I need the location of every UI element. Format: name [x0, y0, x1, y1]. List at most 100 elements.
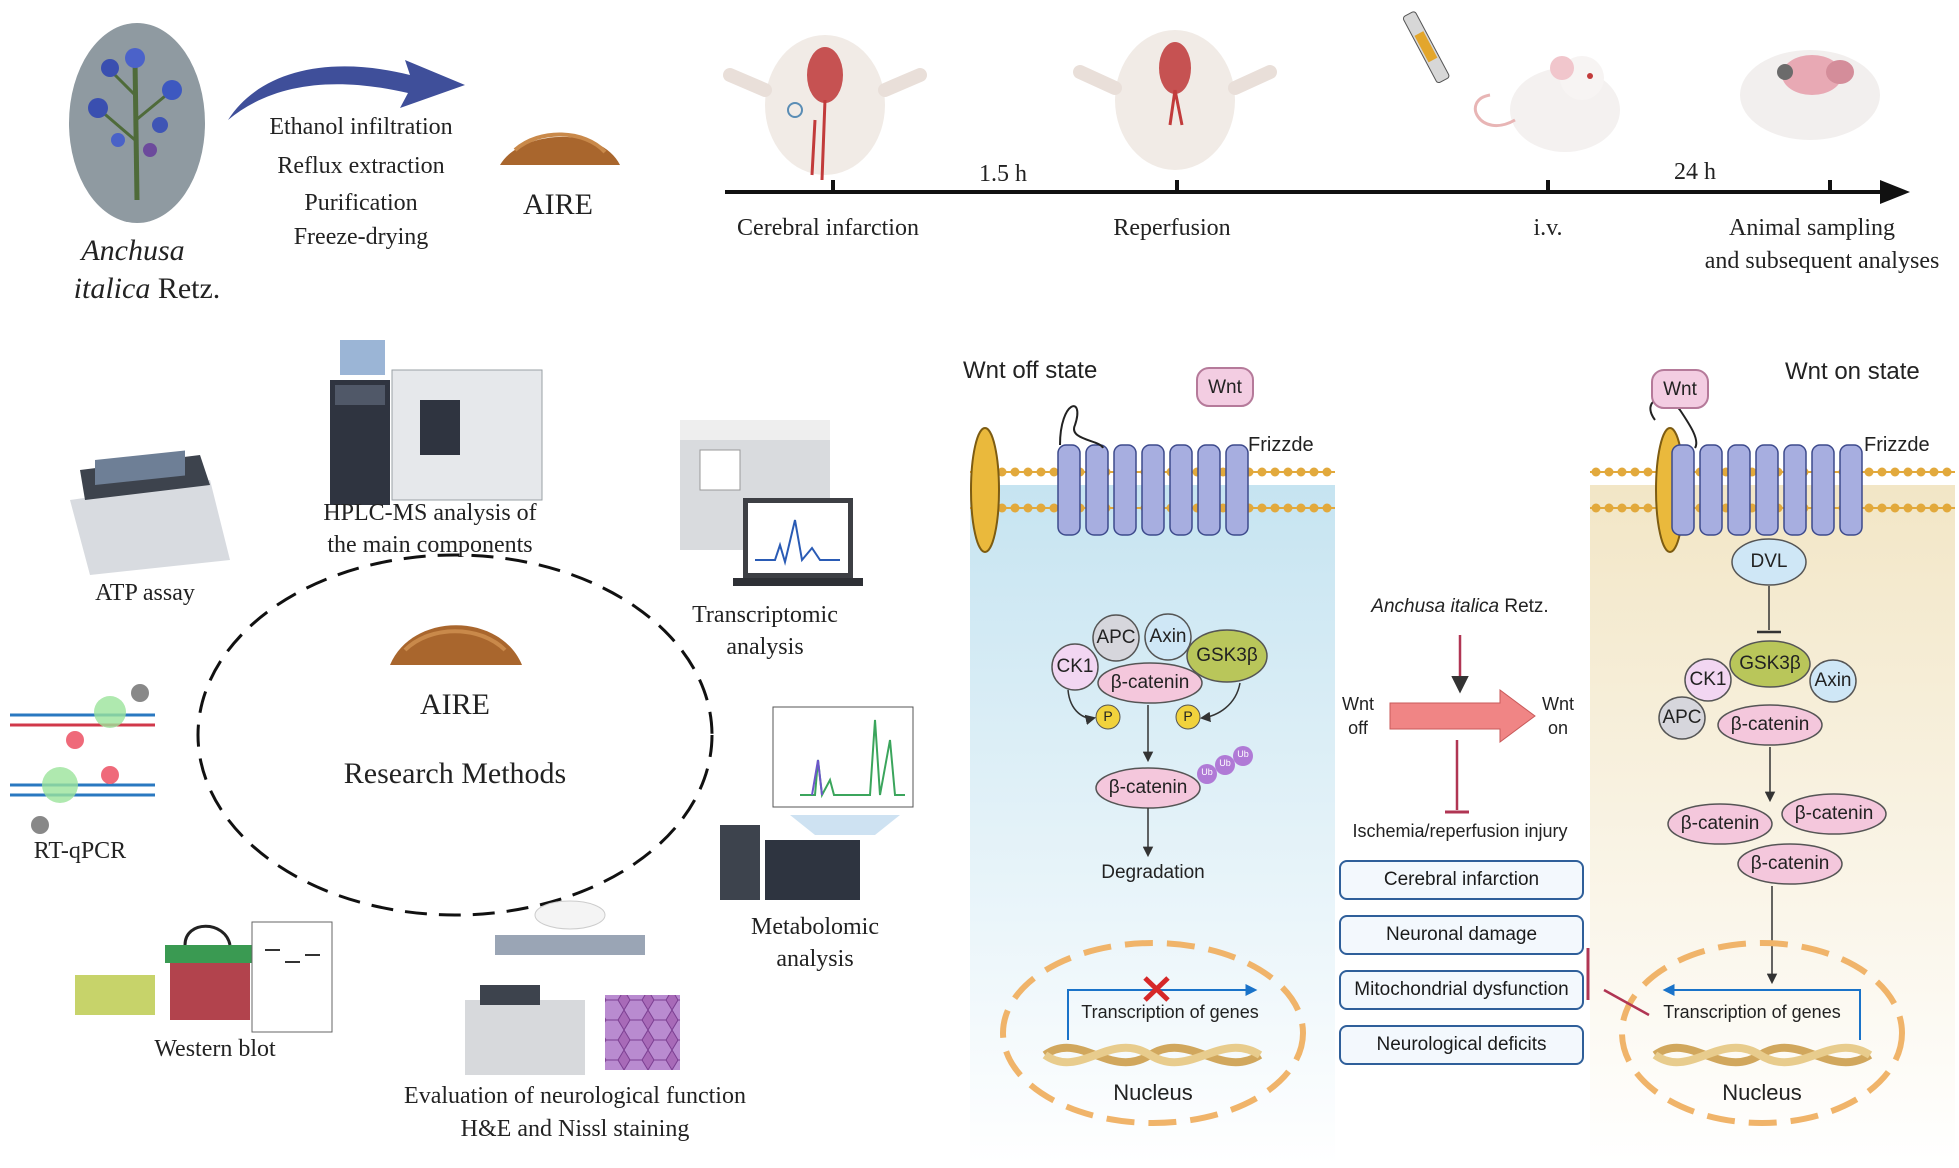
plant-name: Anchusa	[81, 234, 185, 267]
apc-label-on: APC	[1662, 707, 1702, 728]
lipid-bead	[1903, 503, 1913, 513]
lipid-bead	[1916, 467, 1926, 477]
wnt-off-short-2: off	[1348, 718, 1368, 738]
outcome-box: Neurological deficits	[1339, 1025, 1584, 1065]
powder-pile-icon	[500, 132, 620, 165]
dna-helix-off-2	[1042, 1043, 1263, 1067]
gsk3b-label-off: GSK3β	[1196, 645, 1258, 666]
lipid-bead	[1023, 467, 1033, 477]
receptor-label-off: Frizzde	[1248, 434, 1314, 456]
apc-node-off	[1092, 614, 1140, 662]
atp-assay-device	[70, 450, 230, 575]
lipid-bead	[1942, 467, 1952, 477]
gsk3b-node-on	[1729, 640, 1811, 688]
timeline-stage: i.v.	[1533, 215, 1563, 241]
gsk3b-label-on: GSK3β	[1739, 653, 1801, 674]
timeline-axis	[725, 180, 1910, 204]
blocked-cross-icon	[1143, 976, 1170, 1002]
extraction-arrow	[228, 60, 465, 120]
hplc-ms-instrument	[330, 340, 543, 505]
wnt-off-cytoplasm	[970, 485, 1335, 1165]
wnt-ligand-label: Wnt	[1208, 377, 1242, 398]
lipid-bead	[1617, 467, 1627, 477]
transmembrane-helix	[1811, 444, 1835, 536]
ck1-label-off: CK1	[1056, 656, 1094, 677]
wnt-on-short: Wnt	[1541, 694, 1575, 714]
beta-catenin-label-off: β-catenin	[1110, 672, 1190, 693]
ub-label: Ub	[1201, 767, 1213, 777]
wnt-switch-arrow	[1389, 689, 1536, 743]
timeline-interval: 1.5 h	[979, 161, 1027, 187]
powder-pile-icon-2	[390, 625, 522, 665]
drug-label: Anchusa italica Retz.	[1371, 596, 1549, 617]
method-metabolomic: Metabolomic	[751, 914, 879, 940]
lipid-bead	[1283, 467, 1293, 477]
mouse-brain-sampling	[1740, 50, 1880, 140]
transmembrane-helix	[1197, 444, 1221, 536]
method-neuro-2: H&E and Nissl staining	[460, 1116, 690, 1142]
transmembrane-helix	[1783, 444, 1807, 536]
transcription-label-off: Transcription of genes	[1081, 1002, 1259, 1022]
extraction-step: Freeze-drying	[293, 224, 429, 250]
lipid-bead	[1864, 503, 1874, 513]
method-hplc-2: the main components	[327, 532, 533, 558]
injury-label: Ischemia/reperfusion injury	[1352, 821, 1568, 841]
product-label: AIRE	[523, 188, 593, 221]
transcription-arrow-on	[1662, 984, 1861, 1040]
transmembrane-helix	[1671, 444, 1695, 536]
timeline-stage: Animal sampling	[1729, 215, 1895, 241]
ub-2	[1215, 755, 1235, 775]
extraction-step: Purification	[304, 190, 418, 216]
axin-label-on: Axin	[1814, 670, 1852, 691]
lipid-bead	[1643, 467, 1653, 477]
apc-node-on	[1658, 696, 1706, 740]
outcome-box: Mitochondrial dysfunction	[1339, 970, 1584, 1010]
receptor-label-on: Frizzde	[1864, 434, 1930, 456]
lipid-bead	[1036, 467, 1046, 477]
lipid-bead	[1010, 467, 1020, 477]
lipid-bead	[997, 503, 1007, 513]
lipid-bead	[1604, 467, 1614, 477]
beta-catenin-free-label: β-catenin	[1680, 813, 1760, 834]
transmembrane-helix	[1057, 444, 1081, 536]
lipid-bead	[1023, 503, 1033, 513]
extraction-step: Reflux extraction	[277, 153, 445, 179]
timeline-interval: 24 h	[1674, 159, 1716, 185]
wnt-ligand-on	[1651, 369, 1709, 409]
lipid-bead	[1049, 503, 1059, 513]
lipid-bead	[1322, 503, 1332, 513]
wnt-on-title: Wnt on state	[1785, 358, 1920, 385]
methods-title: Research Methods	[343, 757, 567, 790]
nucleus-label-on: Nucleus	[1722, 1080, 1802, 1105]
transmembrane-helix	[1169, 444, 1193, 536]
receptor-tail-right	[1649, 398, 1698, 449]
wnt-off-short: Wnt	[1341, 694, 1375, 714]
transcriptomic-instrument	[680, 420, 863, 586]
apc-label-off: APC	[1096, 627, 1136, 648]
transmembrane-helix	[1225, 444, 1249, 536]
ub-1	[1197, 764, 1217, 784]
beta-catenin-label-on: β-catenin	[1730, 714, 1810, 735]
transcription-label-on: Transcription of genes	[1663, 1002, 1841, 1022]
western-blot-apparatus	[75, 921, 333, 1033]
methods-ellipse	[196, 553, 714, 917]
beta-catenin-complex-off	[1097, 662, 1203, 704]
lipid-bead	[1643, 503, 1653, 513]
lipid-bead	[1604, 503, 1614, 513]
methods-product: AIRE	[420, 688, 490, 721]
transmembrane-helix	[1727, 444, 1751, 536]
frizzled-receptor-left	[1057, 444, 1249, 536]
wnt-ligand-off	[1196, 367, 1254, 407]
lipid-bead	[1296, 467, 1306, 477]
outcome-inhibition	[1603, 988, 1650, 1017]
phospho-arrow-1	[1067, 689, 1097, 725]
timeline-stage: Reperfusion	[1113, 215, 1231, 241]
mouse-injection	[1402, 11, 1620, 152]
mouse-surgery-1	[723, 35, 927, 181]
phospho-label: P	[1103, 708, 1113, 724]
metabolomic-instrument	[720, 706, 914, 900]
lipid-bead	[1049, 467, 1059, 477]
timeline-stage: and subsequent analyses	[1704, 248, 1940, 274]
lipid-bead	[1929, 467, 1939, 477]
lipid-bead	[1591, 503, 1601, 513]
